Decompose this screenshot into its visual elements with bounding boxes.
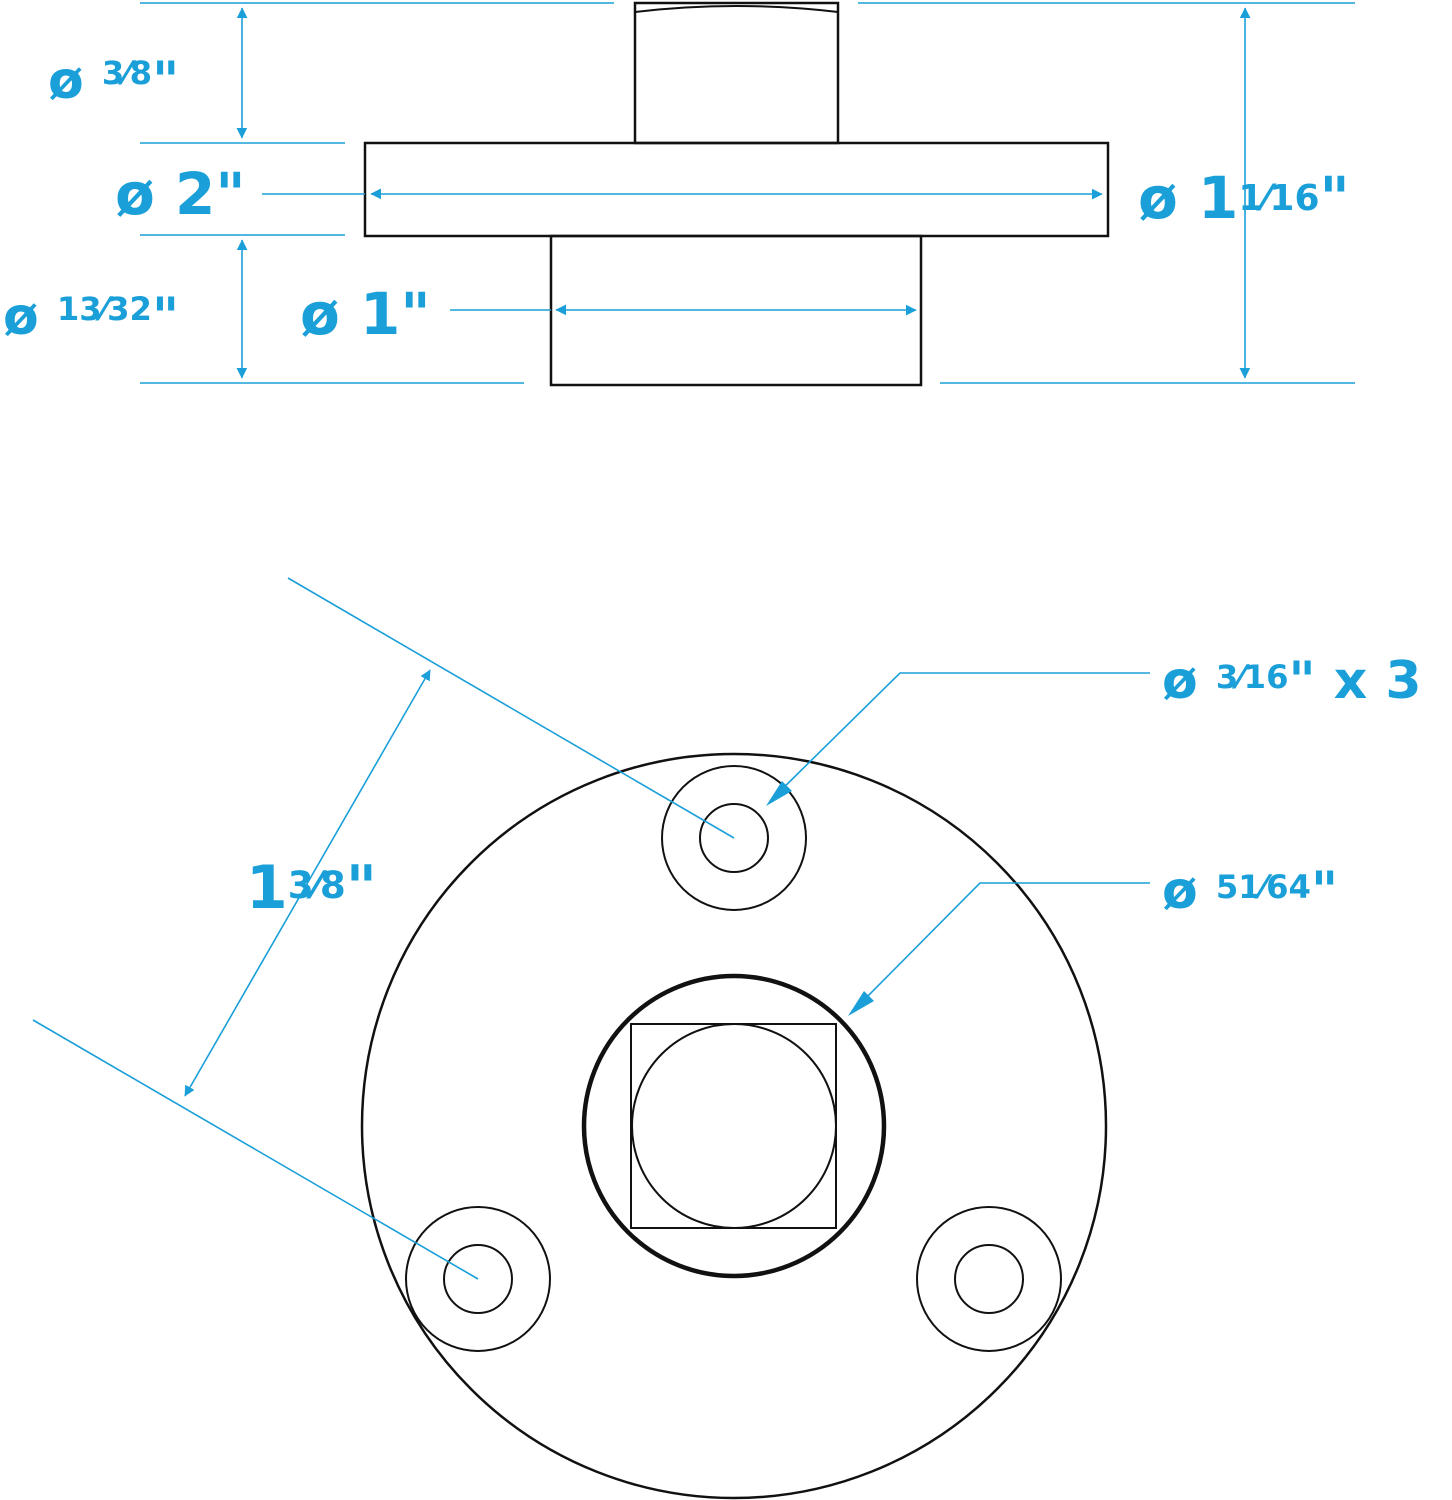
hole-left bbox=[443, 1244, 513, 1314]
label-hole-spacing: 13⁄8" bbox=[246, 853, 377, 923]
center-inner-circle bbox=[631, 1023, 837, 1229]
label-overall-height: ø 11⁄16" bbox=[1138, 164, 1350, 232]
ext-line-spacing-bottom bbox=[32, 1019, 479, 1280]
label-flange-diameter: ø 2" bbox=[115, 160, 246, 228]
leader-mount-hole-arrow bbox=[766, 781, 792, 806]
hole-boss-top bbox=[661, 765, 807, 911]
hole-top bbox=[699, 803, 769, 873]
stem-top-curve bbox=[634, 5, 839, 13]
label-stem-height: ø 3⁄8" bbox=[48, 51, 179, 111]
hole-boss-right bbox=[916, 1206, 1062, 1352]
dim-hole-spacing-line bbox=[184, 670, 431, 1096]
label-base-diameter: ø 1" bbox=[300, 280, 431, 348]
side-view: ø 3⁄8" ø 2" ø 13⁄32" ø 1" ø 11⁄16" bbox=[3, 1, 1355, 387]
top-view: 13⁄8" ø 3⁄16" x 3 ø 51⁄64" bbox=[32, 577, 1422, 1500]
flange-outline bbox=[363, 141, 1110, 238]
ext-line-spacing-top bbox=[287, 577, 735, 839]
label-mount-hole: ø 3⁄16" x 3 bbox=[1162, 651, 1422, 711]
leader-mount-hole bbox=[769, 672, 1150, 802]
leader-center-bore bbox=[853, 882, 1150, 1011]
leader-center-bore-arrow bbox=[848, 991, 874, 1016]
label-base-height: ø 13⁄32" bbox=[3, 287, 179, 347]
flange-outer-circle bbox=[360, 752, 1108, 1500]
hole-right bbox=[954, 1244, 1024, 1314]
label-center-bore: ø 51⁄64" bbox=[1162, 861, 1338, 921]
stem-outline bbox=[633, 1, 840, 145]
hole-boss-left bbox=[405, 1206, 551, 1352]
center-bore-ring bbox=[581, 973, 887, 1279]
